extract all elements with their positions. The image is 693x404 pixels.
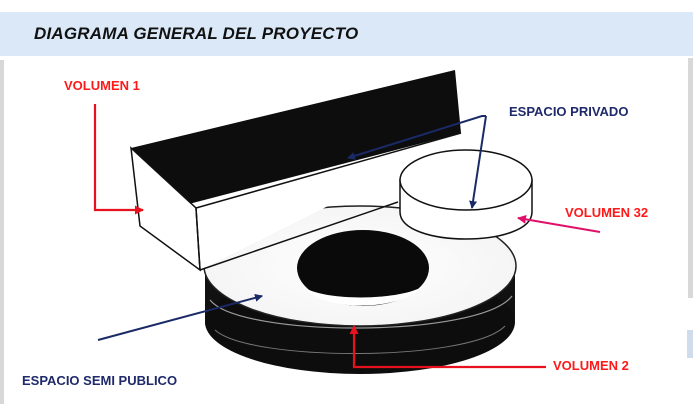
arrow-volumen-32: [517, 214, 601, 233]
side-tab: [687, 330, 693, 358]
label-volumen-1: VOLUMEN 1: [64, 78, 140, 93]
title-bar: [0, 12, 693, 56]
label-espacio-privado: ESPACIO PRIVADO: [509, 104, 629, 119]
label-volumen-32: VOLUMEN 32: [565, 205, 649, 220]
left-frame-border: [0, 60, 4, 404]
label-volumen-2: VOLUMEN 2: [553, 358, 629, 373]
label-espacio-semi-publico: ESPACIO SEMI PUBLICO: [22, 373, 178, 388]
arrow-volumen-2: [349, 325, 546, 369]
diagram-title: DIAGRAMA GENERAL DEL PROYECTO: [34, 24, 359, 43]
arrow-volumen-1: [93, 104, 144, 215]
arrow-espacio-privado-cylinder: [469, 115, 487, 209]
right-frame-border: [688, 58, 693, 298]
volume-32-cylinder: [399, 149, 533, 240]
arrow-espacio-privado-box: [347, 115, 486, 160]
volume-1-box: [130, 70, 463, 272]
arrow-espacio-semi-publico: [97, 293, 263, 341]
